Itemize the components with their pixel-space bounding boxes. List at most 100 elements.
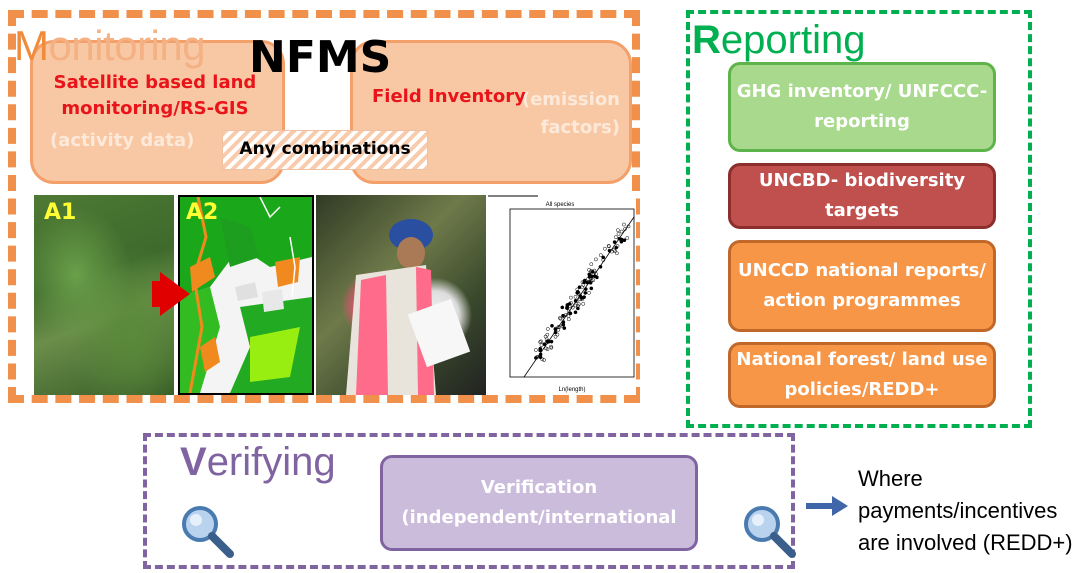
payments-note-line-3: are involved (REDD+) — [858, 530, 1073, 555]
plot-point — [538, 355, 543, 360]
plot-point — [560, 305, 565, 310]
plot-point — [553, 334, 558, 339]
plot-point — [542, 342, 547, 347]
plot-point — [613, 249, 617, 254]
monitoring-heading: Monitoring — [14, 22, 206, 70]
plot-point — [545, 327, 550, 331]
plot-point — [573, 310, 578, 315]
allometric-plot: All species Ln(length) — [488, 195, 635, 393]
plot-point — [558, 316, 563, 321]
magnifier-icon — [182, 506, 234, 558]
reporting-heading-cap: R — [692, 18, 721, 62]
plot-point — [603, 246, 607, 251]
plot-point — [553, 330, 558, 335]
plot-point — [539, 339, 543, 344]
plot-point — [615, 244, 620, 248]
satellite-image-a1 — [34, 195, 174, 395]
scatter-plot-image: All species Ln(length) — [488, 195, 636, 395]
plot-point — [544, 346, 548, 351]
plot-point — [567, 302, 572, 306]
plot-point — [540, 357, 545, 362]
plot-point — [570, 305, 575, 310]
plot-point — [576, 306, 580, 311]
verifying-heading-cap: V — [180, 440, 207, 484]
surveyor-figure — [346, 219, 471, 395]
plot-point — [585, 280, 590, 285]
plot-point — [579, 295, 584, 300]
plot-point — [619, 229, 624, 234]
plot-point — [568, 311, 573, 316]
monitoring-frame — [8, 10, 640, 403]
payments-note-line-2: payments/incentives — [858, 498, 1058, 523]
combination-banner — [222, 130, 428, 170]
blue-arrow-icon — [806, 496, 848, 516]
payments-note: Where payments/incentives are involved (… — [858, 463, 1073, 559]
plot-point — [549, 339, 554, 344]
plot-point — [606, 244, 611, 248]
payments-note-line-1: Where — [858, 466, 923, 491]
plot-point — [573, 303, 578, 308]
plot-point — [581, 283, 586, 287]
plot-point — [616, 228, 620, 233]
plot-point — [589, 262, 594, 267]
magnifier-icon-right — [744, 506, 796, 558]
plot-point — [534, 348, 538, 352]
plot-point — [577, 292, 581, 297]
satellite-subtitle: (activity data) — [50, 130, 195, 151]
plot-point — [616, 232, 621, 236]
plot-point — [555, 332, 560, 337]
plot-point — [562, 314, 566, 319]
plot-xlabel: Ln(length) — [558, 387, 585, 393]
plot-point — [607, 248, 612, 253]
plot-point — [614, 251, 619, 256]
plot-point — [581, 301, 586, 306]
plot-point — [601, 255, 606, 260]
plot-point — [583, 291, 588, 295]
plot-point — [619, 237, 623, 242]
plot-point — [613, 235, 618, 240]
plot-point — [587, 290, 591, 295]
plot-point — [594, 272, 598, 276]
image-a1-label: A1 — [44, 200, 77, 225]
plot-point — [574, 299, 579, 304]
unccd-box: UNCCD national reports/ action programme… — [728, 240, 996, 332]
satellite-title: Satellite based land monitoring/RS-GIS — [53, 72, 257, 119]
plot-point — [565, 306, 569, 310]
plot-point — [588, 279, 593, 284]
reporting-heading: Reporting — [692, 18, 865, 63]
plot-point — [566, 317, 571, 322]
combination-label: Any combinations — [239, 139, 411, 159]
plot-point — [587, 268, 591, 272]
plot-point — [566, 314, 571, 319]
plot-point — [549, 344, 553, 349]
nfms-title: NFMS — [249, 32, 392, 83]
plot-point — [598, 253, 603, 258]
land-cover-map — [180, 197, 312, 393]
plot-point — [586, 276, 590, 281]
monitoring-heading-cap: M — [14, 22, 49, 69]
image-a2-label: A2 — [186, 200, 219, 225]
verifying-heading: Verifying — [180, 440, 336, 485]
plot-point — [594, 257, 598, 262]
reporting-heading-rest: eporting — [720, 18, 866, 62]
plot-point — [598, 264, 603, 269]
plot-points — [534, 222, 631, 362]
plot-point — [538, 340, 543, 344]
plot-point — [589, 286, 594, 291]
plot-point — [550, 323, 554, 328]
plot-point — [557, 316, 562, 320]
plot-point — [553, 327, 558, 332]
plot-point — [535, 355, 539, 359]
monitoring-heading-rest: onitoring — [48, 22, 206, 69]
plot-point — [538, 348, 542, 353]
plot-point — [561, 320, 566, 324]
classified-map-a2 — [178, 195, 314, 395]
plot-point — [622, 222, 626, 227]
plot-point — [562, 326, 567, 330]
plot-point — [569, 295, 573, 300]
plot-point — [590, 274, 594, 279]
uncbd-box: UNCBD- biodiversity targets — [728, 163, 996, 229]
plot-point — [623, 227, 627, 231]
plot-point — [587, 272, 592, 277]
plot-point — [577, 285, 582, 290]
